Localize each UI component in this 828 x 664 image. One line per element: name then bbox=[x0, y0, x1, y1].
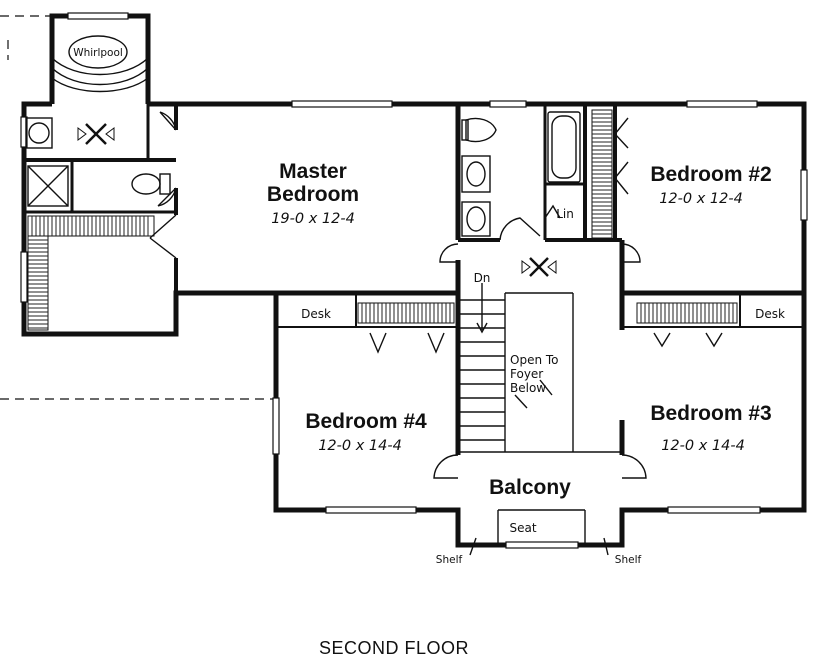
bedroom-3-size: 12-0 x 14-4 bbox=[661, 438, 745, 454]
master-bedroom-size: 19-0 x 12-4 bbox=[271, 211, 355, 227]
bedroom-3-name: Bedroom #3 bbox=[650, 402, 771, 425]
ceiling-fan-icon bbox=[77, 123, 115, 145]
open-to-foyer-line2: Foyer bbox=[510, 367, 543, 381]
whirlpool-tub bbox=[68, 35, 128, 69]
bedroom-2-name: Bedroom #2 bbox=[650, 163, 771, 186]
linen-closet-label: Lin bbox=[556, 207, 574, 221]
shower bbox=[27, 165, 69, 207]
desk-left-label: Desk bbox=[301, 307, 331, 321]
desk-right-label: Desk bbox=[755, 307, 785, 321]
master-toilet bbox=[131, 173, 161, 195]
master-sink bbox=[25, 117, 53, 149]
doors bbox=[149, 111, 723, 479]
bathtub bbox=[547, 111, 581, 183]
floor-caption: SECOND FLOOR bbox=[319, 638, 469, 658]
master-bedroom-name-line1: Master bbox=[279, 160, 347, 183]
shelf-left-label: Shelf bbox=[436, 554, 463, 566]
bedroom-4-name: Bedroom #4 bbox=[305, 410, 427, 433]
stair-down-label: Dn bbox=[474, 271, 491, 285]
seat-label: Seat bbox=[509, 521, 536, 535]
fixtures bbox=[25, 35, 609, 556]
exterior-walls bbox=[21, 13, 807, 548]
windows bbox=[20, 12, 808, 549]
bedroom-4-size: 12-0 x 14-4 bbox=[318, 438, 402, 454]
open-to-foyer-line3: Below bbox=[510, 381, 546, 395]
whirlpool-label: Whirlpool bbox=[73, 47, 123, 59]
hall-sink-1 bbox=[461, 155, 491, 193]
hall-sink-2 bbox=[461, 201, 491, 237]
open-to-foyer-line1: Open To bbox=[510, 353, 559, 367]
balcony-name: Balcony bbox=[489, 476, 571, 499]
shelf-right-label: Shelf bbox=[615, 554, 642, 566]
interior-walls bbox=[24, 104, 804, 545]
closet-hatching bbox=[27, 109, 738, 331]
hall-fan-icon bbox=[521, 257, 557, 277]
master-bedroom-name-line2: Bedroom bbox=[267, 183, 359, 206]
bedroom-2-size: 12-0 x 12-4 bbox=[659, 191, 743, 207]
hall-toilet bbox=[465, 117, 497, 143]
stair-treads bbox=[458, 283, 505, 441]
